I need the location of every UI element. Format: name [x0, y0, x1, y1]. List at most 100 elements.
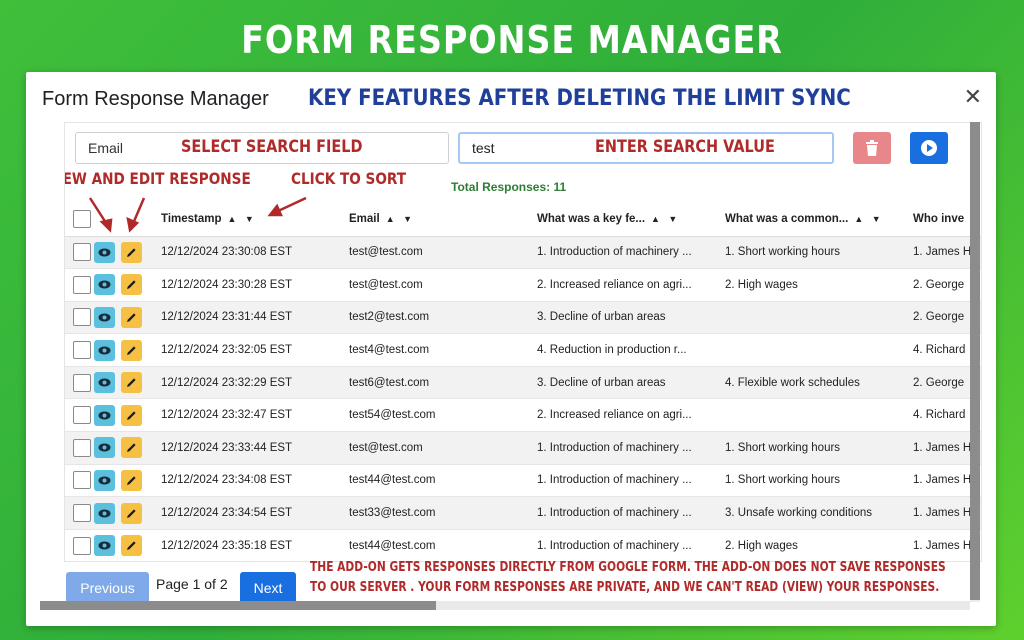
- table-cell: 2. High wages: [717, 529, 905, 561]
- row-actions: [65, 366, 153, 400]
- table-cell: test@test.com: [341, 431, 529, 465]
- row-checkbox[interactable]: [73, 438, 91, 457]
- table-cell: 2. High wages: [717, 268, 905, 302]
- pencil-icon[interactable]: [121, 469, 143, 491]
- eye-icon[interactable]: [94, 339, 116, 361]
- table-cell: 2. Increased reliance on agri...: [529, 268, 717, 302]
- search-value-input[interactable]: test: [458, 132, 834, 164]
- row-actions: [65, 464, 153, 498]
- row-checkbox[interactable]: [73, 504, 91, 523]
- row-checkbox[interactable]: [73, 471, 91, 490]
- table-cell: test4@test.com: [341, 333, 529, 367]
- vertical-scrollbar-thumb[interactable]: [970, 122, 980, 600]
- dialog-title: Form Response Manager: [42, 88, 269, 110]
- header-question-2[interactable]: What was a common...▲ ▼: [717, 203, 905, 237]
- response-manager-dialog: Form Response Manager KEY FEATURES AFTER…: [26, 72, 996, 626]
- row-checkbox[interactable]: [73, 341, 91, 360]
- row-actions: [65, 431, 153, 465]
- row-checkbox[interactable]: [73, 536, 91, 555]
- click-to-sort-annotation: CLICK TO SORT: [291, 169, 407, 188]
- header-email[interactable]: Email▲ ▼: [341, 203, 529, 237]
- pencil-icon[interactable]: [121, 306, 143, 328]
- header-question-3[interactable]: Who inve: [905, 203, 981, 237]
- table-cell: 12/12/2024 23:30:08 EST: [153, 236, 341, 270]
- row-actions: [65, 496, 153, 530]
- table-cell: 12/12/2024 23:32:29 EST: [153, 366, 341, 400]
- eye-icon[interactable]: [94, 274, 116, 296]
- row-actions: [65, 398, 153, 433]
- table-cell: 1. Short working hours: [717, 431, 905, 465]
- pencil-icon[interactable]: [121, 437, 143, 459]
- table-cell: 2. George: [905, 366, 981, 400]
- table-cell: 4. Richard: [905, 333, 981, 367]
- table-cell: test2@test.com: [341, 301, 529, 335]
- eye-icon[interactable]: [94, 437, 116, 459]
- table-cell: test@test.com: [341, 236, 529, 270]
- eye-icon[interactable]: [94, 306, 116, 328]
- table-cell: 12/12/2024 23:33:44 EST: [153, 431, 341, 465]
- table-cell: 1. James H: [905, 431, 981, 465]
- horizontal-scrollbar-thumb[interactable]: [40, 601, 436, 610]
- page-indicator: Page 1 of 2: [156, 576, 228, 592]
- table-cell: 4. Flexible work schedules: [717, 366, 905, 400]
- previous-button[interactable]: Previous: [66, 572, 149, 604]
- search-field-select[interactable]: Email: [75, 132, 449, 164]
- eye-icon[interactable]: [94, 469, 116, 491]
- eye-icon[interactable]: [94, 535, 116, 557]
- play-circle-icon: [921, 140, 937, 156]
- privacy-note-annotation: THE ADD-ON GETS RESPONSES DIRECTLY FROM …: [310, 558, 946, 598]
- table-cell: 12/12/2024 23:30:28 EST: [153, 268, 341, 302]
- pencil-icon[interactable]: [121, 372, 143, 394]
- table-cell: 12/12/2024 23:32:05 EST: [153, 333, 341, 367]
- row-checkbox[interactable]: [73, 308, 91, 327]
- table-cell: 1. James H: [905, 236, 981, 270]
- row-checkbox[interactable]: [73, 243, 91, 262]
- table-cell: 1. Introduction of machinery ...: [529, 464, 717, 498]
- table-cell: 2. Increased reliance on agri...: [529, 398, 717, 433]
- trash-icon: [866, 140, 878, 156]
- row-checkbox[interactable]: [73, 406, 91, 425]
- pencil-icon[interactable]: [121, 241, 143, 263]
- table-cell: 12/12/2024 23:32:47 EST: [153, 398, 341, 433]
- eye-icon[interactable]: [94, 502, 116, 524]
- row-checkbox[interactable]: [73, 373, 91, 392]
- table-cell: 3. Decline of urban areas: [529, 301, 717, 335]
- table-cell: 4. Reduction in production r...: [529, 333, 717, 367]
- eye-icon[interactable]: [94, 241, 116, 263]
- table-cell: 1. Short working hours: [717, 236, 905, 270]
- pencil-icon[interactable]: [121, 274, 143, 296]
- table-cell: [717, 301, 905, 335]
- run-button[interactable]: [910, 132, 948, 164]
- pencil-icon[interactable]: [121, 535, 143, 557]
- privacy-note-line-1: THE ADD-ON GETS RESPONSES DIRECTLY FROM …: [310, 560, 946, 575]
- annotation-arrows: [88, 196, 307, 233]
- horizontal-scrollbar-track[interactable]: [40, 601, 970, 610]
- total-responses: Total Responses: 11: [451, 180, 567, 194]
- header-timestamp[interactable]: Timestamp▲ ▼: [153, 203, 341, 237]
- table-cell: 12/12/2024 23:31:44 EST: [153, 301, 341, 335]
- table-cell: 3. Unsafe working conditions: [717, 496, 905, 530]
- eye-icon[interactable]: [94, 404, 116, 426]
- header-question-1[interactable]: What was a key fe...▲ ▼: [529, 203, 717, 237]
- eye-icon[interactable]: [94, 372, 116, 394]
- pencil-icon[interactable]: [121, 502, 143, 524]
- table-cell: 1. James H: [905, 529, 981, 561]
- select-all-checkbox[interactable]: [73, 210, 91, 229]
- table-cell: 12/12/2024 23:35:18 EST: [153, 529, 341, 561]
- pencil-icon[interactable]: [121, 404, 143, 426]
- close-icon[interactable]: ✕: [963, 84, 982, 109]
- table-cell: 1. Introduction of machinery ...: [529, 529, 717, 561]
- delete-button[interactable]: [853, 132, 891, 164]
- table-cell: 1. James H: [905, 464, 981, 498]
- responses-table-container: Timestamp▲ ▼ Email▲ ▼ What was a key fe.…: [65, 203, 981, 561]
- pencil-icon[interactable]: [121, 339, 143, 361]
- table-cell: 12/12/2024 23:34:54 EST: [153, 496, 341, 530]
- row-checkbox[interactable]: [73, 275, 91, 294]
- next-button[interactable]: Next: [240, 572, 296, 604]
